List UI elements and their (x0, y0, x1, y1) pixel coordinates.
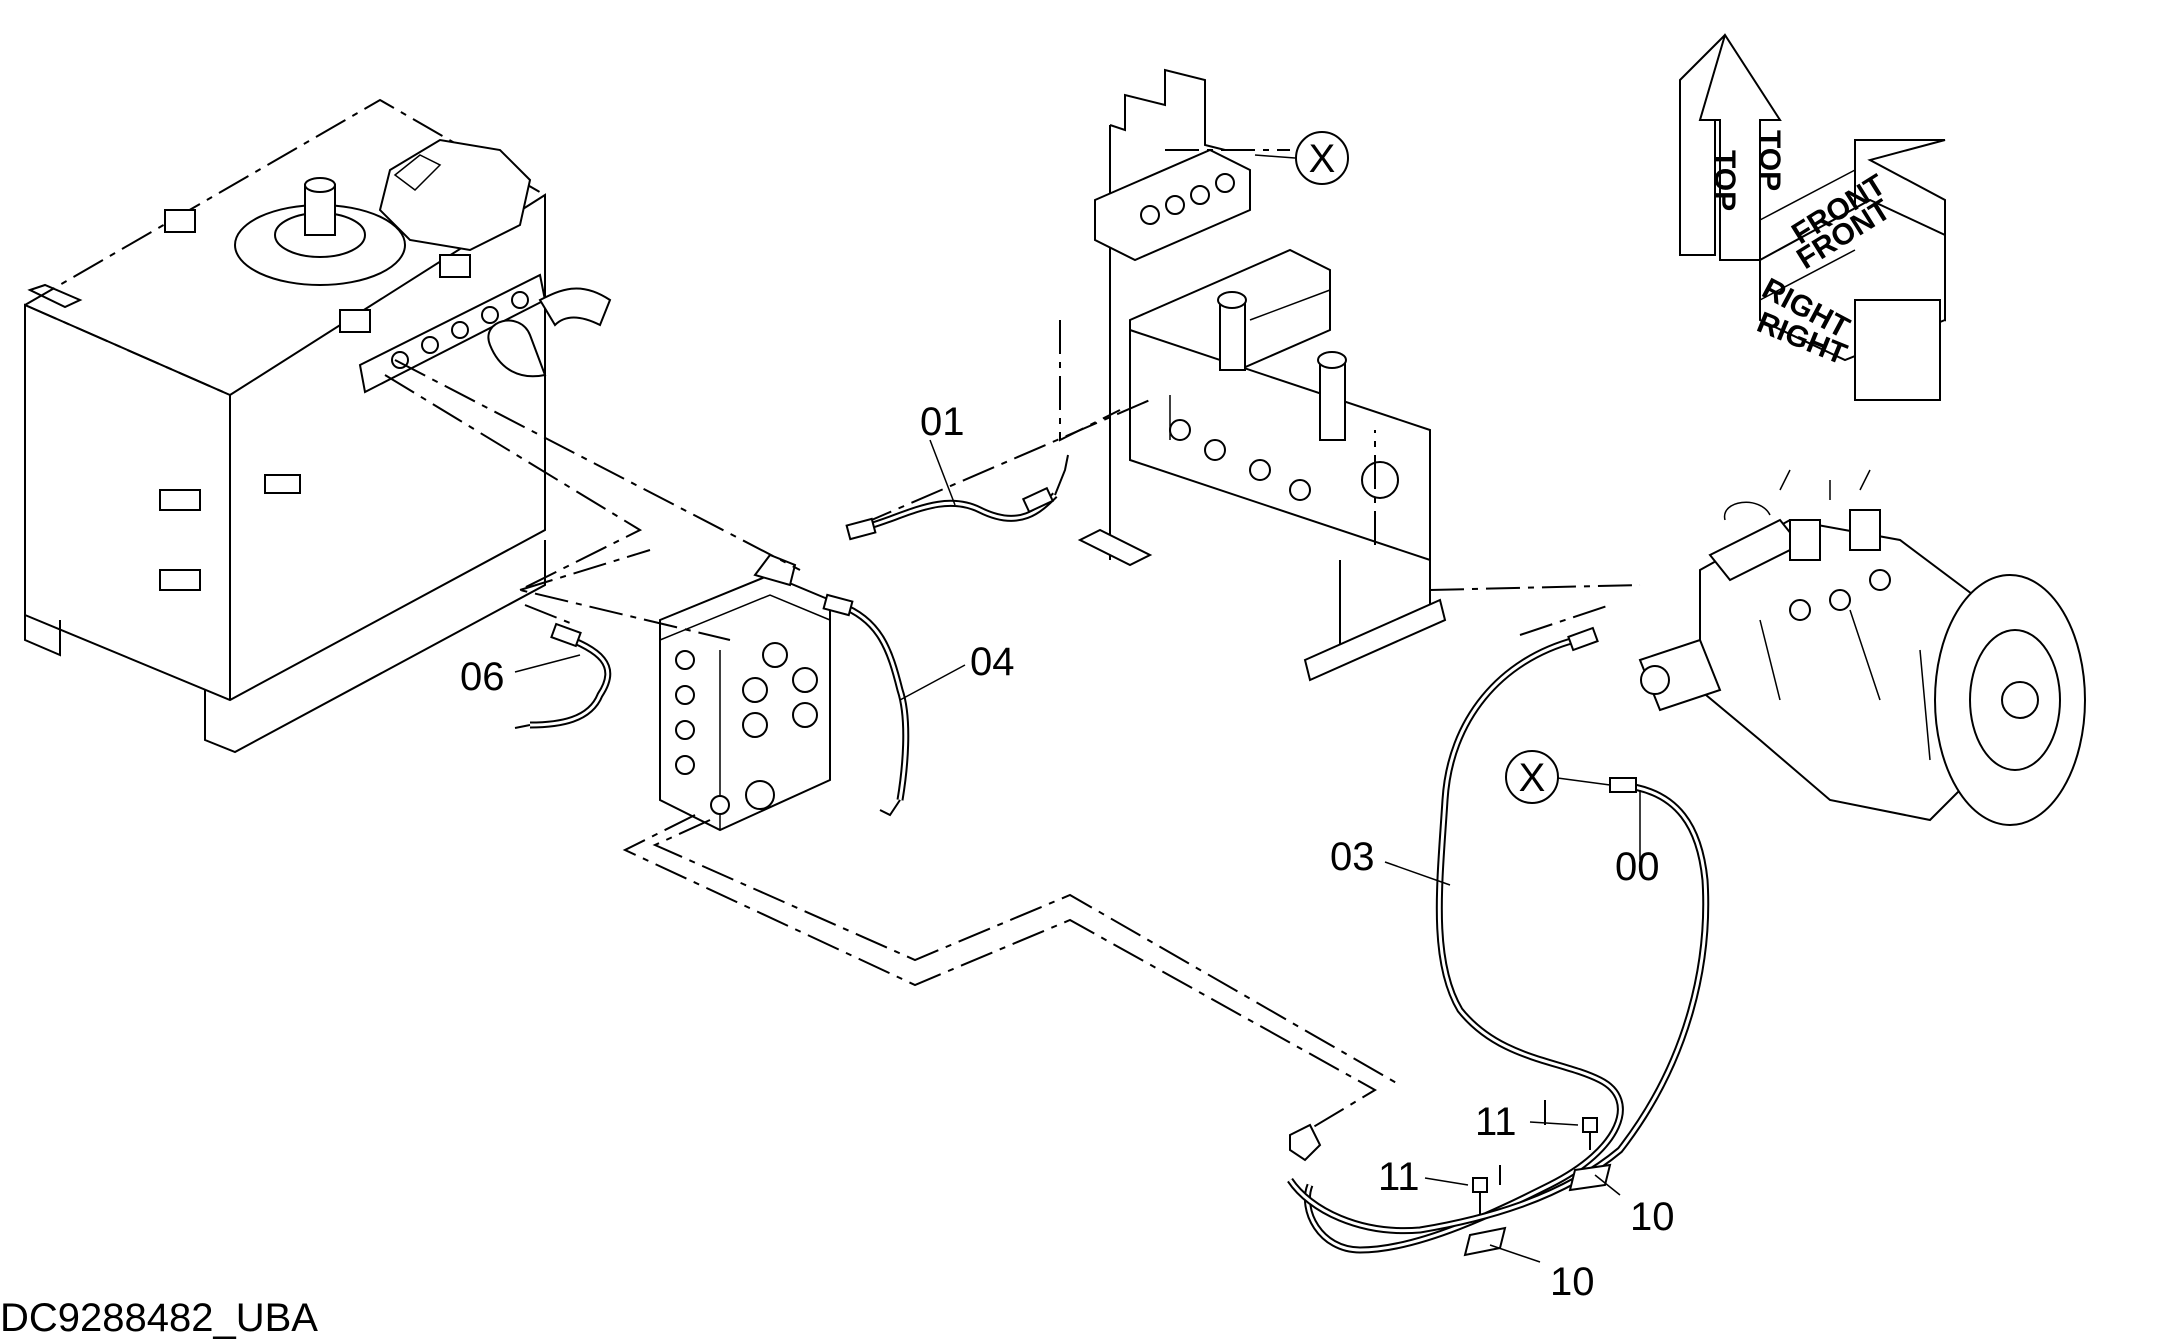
callout-10-upper: 10 (1630, 1195, 1675, 1239)
reference-x-upper-label: X (1309, 137, 1336, 181)
callout-06: 06 (460, 655, 505, 699)
reference-x-lower-label: X (1519, 756, 1546, 800)
callout-10-lower: 10 (1550, 1260, 1595, 1304)
pilot-valve-block (659, 553, 831, 832)
bolt-11-upper (1582, 1117, 1598, 1150)
clamp-10-upper (1568, 1163, 1612, 1192)
callout-01: 01 (920, 400, 965, 444)
callout-11-lower: 11 (1378, 1155, 1420, 1199)
reference-x-lower: X (1505, 750, 1559, 804)
callout-04: 04 (970, 640, 1015, 684)
hose-03 (1303, 626, 1624, 1254)
hose-01 (845, 454, 1069, 541)
orientation-top-a: TOP (1708, 150, 1741, 211)
hose-06 (514, 622, 612, 729)
callout-11-upper: 11 (1475, 1100, 1517, 1144)
hydraulic-pump (1638, 469, 2086, 826)
callout-03: 03 (1330, 835, 1375, 879)
hydraulic-tank (24, 98, 612, 754)
orientation-top-b: TOP (1753, 130, 1786, 191)
drawing-code: DC9288482_UBA (0, 1296, 318, 1340)
elbow-fitting (1289, 1123, 1322, 1162)
bolt-11-lower (1472, 1177, 1488, 1215)
reference-x-upper: X (1295, 131, 1349, 185)
orientation-indicator: TOP TOP FRONT FRONT RIGHT RIGHT (1679, 33, 1946, 401)
callout-00: 00 (1615, 845, 1660, 889)
clamp-10-lower (1463, 1226, 1507, 1257)
control-valve-assembly (1077, 68, 1447, 682)
connection-lines (384, 149, 1641, 1185)
hose-00 (1287, 777, 1710, 1235)
hose-04 (822, 593, 910, 817)
